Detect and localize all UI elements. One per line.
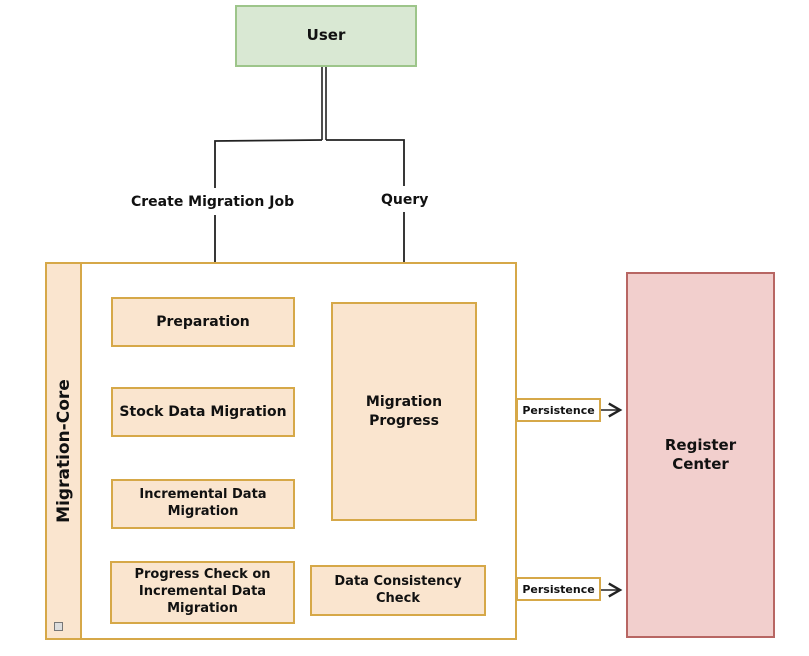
preparation-label: Preparation: [156, 313, 250, 330]
user-label: User: [306, 26, 346, 45]
register-center-node[interactable]: Register Center: [626, 272, 775, 638]
edge-user-trunk: [321, 66, 327, 140]
edge-user-to-query: [326, 139, 405, 186]
data-consistency-check-node[interactable]: Data Consistency Check: [310, 565, 486, 616]
migration-progress-label: Migration Progress: [365, 394, 443, 429]
migration-progress-node[interactable]: Migration Progress: [331, 302, 477, 521]
query-label: Query: [381, 192, 429, 208]
progress-check-label: Progress Check on Incremental Data Migra…: [134, 567, 271, 616]
data-consistency-check-label: Data Consistency Check: [334, 573, 462, 606]
create-migration-job-label: Create Migration Job: [131, 194, 295, 210]
persistence-label-2: Persistence: [516, 577, 601, 601]
incremental-data-migration-node[interactable]: Incremental Data Migration: [111, 479, 295, 529]
incremental-data-migration-label: Incremental Data Migration: [139, 487, 267, 519]
register-center-label: Register Center: [664, 435, 737, 474]
progress-check-node[interactable]: Progress Check on Incremental Data Migra…: [110, 561, 295, 624]
stock-data-migration-node[interactable]: Stock Data Migration: [111, 387, 295, 437]
user-node[interactable]: User: [235, 5, 417, 67]
persistence-text-1: Persistence: [522, 403, 595, 417]
migration-core-title: Migration-Core: [53, 379, 74, 523]
migration-core-sidebar: Migration-Core: [45, 262, 82, 640]
stock-data-migration-label: Stock Data Migration: [119, 403, 287, 420]
persistence-text-2: Persistence: [522, 582, 595, 596]
collapse-icon[interactable]: [54, 622, 63, 631]
preparation-node[interactable]: Preparation: [111, 297, 295, 347]
persistence-label-1: Persistence: [516, 398, 601, 422]
edge-user-to-create: [214, 139, 323, 188]
